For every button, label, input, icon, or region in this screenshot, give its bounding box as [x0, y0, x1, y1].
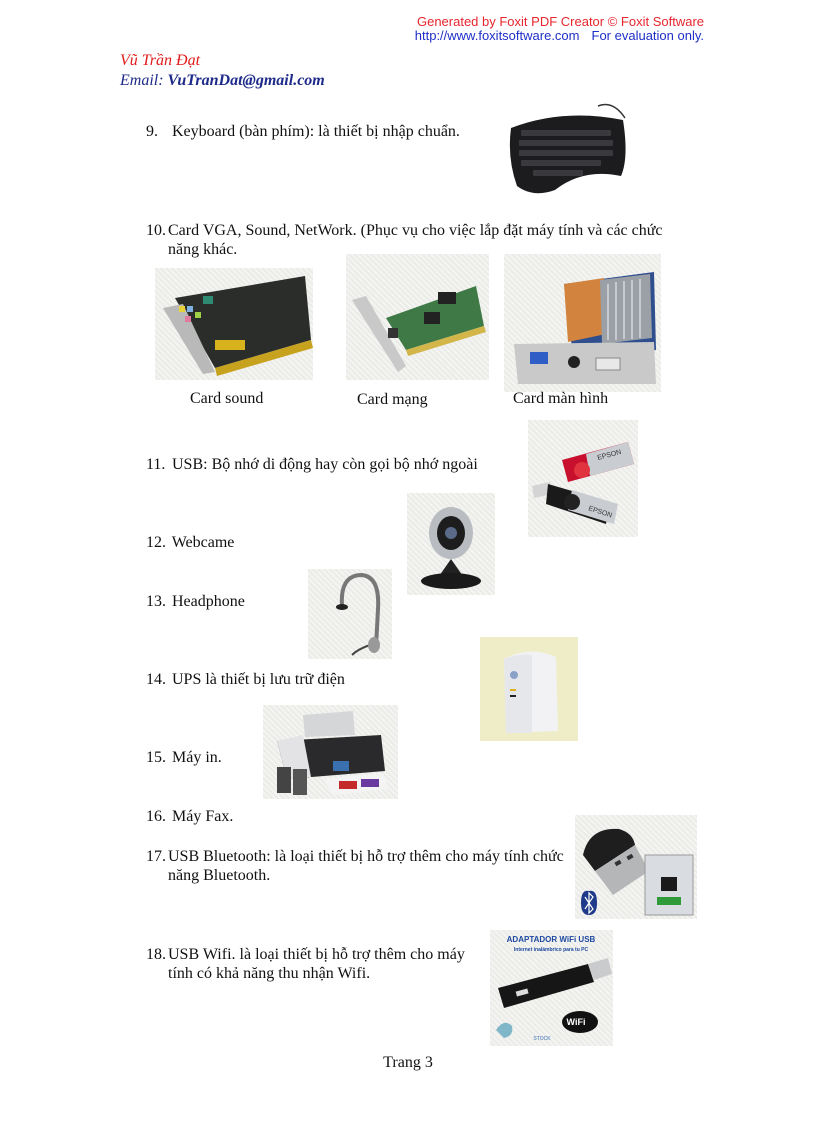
usb-flash-drive-image: EPSON EPSON: [528, 420, 638, 537]
usb-wifi-image: ADAPTADOR WiFi USB Internet inalámbrico …: [490, 930, 613, 1046]
item-text-line2: năng khác.: [168, 241, 238, 258]
caption-graphics-card: Card màn hình: [513, 390, 609, 407]
item-number: 16.: [146, 808, 166, 825]
item-number: 13.: [146, 593, 166, 610]
list-item-fax: 16. Máy Fax.: [146, 807, 233, 826]
item-text-line2: tính có khả năng thu nhận Wifi.: [168, 965, 371, 982]
author-header: Vũ Trần Đạt Email: VuTranDat@gmail.com: [120, 51, 325, 91]
item-number: 9.: [146, 123, 158, 140]
watermark-generated-by: Generated by Foxit PDF Creator © Foxit S…: [416, 14, 704, 29]
usb-bluetooth-image: [575, 815, 697, 919]
item-text: Webcame: [171, 534, 235, 551]
item-text: Keyboard (bàn phím): là thiết bị nhập ch…: [172, 123, 460, 140]
email-label: Email:: [120, 72, 164, 89]
list-item-usb-wifi: 18.USB Wifi. là loại thiết bị hỗ trợ thê…: [146, 945, 465, 983]
list-item-ups: 14. UPS là thiết bị lưu trữ điện: [146, 670, 345, 689]
svg-text:ADAPTADOR WiFi USB: ADAPTADOR WiFi USB: [507, 935, 596, 944]
list-item-headphone: 13. Headphone: [146, 592, 245, 611]
headset-image: [308, 569, 392, 659]
item-text-line2: năng Bluetooth.: [168, 867, 271, 884]
item-text: Máy Fax.: [172, 808, 234, 825]
item-text: Máy in.: [172, 749, 222, 766]
caption-sound-card: Card sound: [190, 390, 264, 407]
item-number: 15.: [146, 749, 166, 766]
svg-text:STOCK: STOCK: [533, 1036, 551, 1042]
author-email[interactable]: VuTranDat@gmail.com: [167, 72, 325, 89]
list-item-cards: 10.Card VGA, Sound, NetWork. (Phục vụ ch…: [146, 221, 663, 259]
item-number: 10.: [146, 222, 166, 239]
item-number: 12.: [146, 534, 166, 551]
printer-image: [263, 705, 398, 799]
page-number: Trang 3: [383, 1054, 433, 1071]
foxit-watermark: Generated by Foxit PDF Creator © Foxit S…: [415, 15, 704, 43]
item-text-line1: Card VGA, Sound, NetWork. (Phục vụ cho v…: [168, 222, 663, 239]
item-text-line1: USB Wifi. là loại thiết bị hỗ trợ thêm c…: [168, 946, 465, 963]
ups-image: [480, 637, 578, 741]
list-item-usb: 11. USB: Bộ nhớ di động hay còn gọi bộ n…: [146, 455, 478, 474]
author-name: Vũ Trần Đạt: [120, 52, 201, 69]
network-card-image: [346, 254, 489, 380]
caption-network-card: Card mạng: [357, 391, 428, 408]
list-item-printer: 15. Máy in.: [146, 748, 222, 767]
watermark-evaluation-note: For evaluation only.: [591, 28, 705, 43]
keyboard-image: [503, 98, 633, 204]
list-item-webcam: 12. Webcame: [146, 533, 234, 552]
item-text: USB: Bộ nhớ di động hay còn gọi bộ nhớ n…: [172, 456, 478, 473]
watermark-line2: http://www.foxitsoftware.com For evaluati…: [415, 29, 704, 43]
list-item-keyboard: 9. Keyboard (bàn phím): là thiết bị nhập…: [146, 122, 460, 141]
svg-text:WiFi: WiFi: [567, 1017, 586, 1027]
author-email-line: Email: VuTranDat@gmail.com: [120, 71, 325, 91]
item-number: 17.: [146, 848, 166, 865]
watermark-url[interactable]: http://www.foxitsoftware.com: [414, 28, 580, 43]
svg-text:Internet inalámbrico para tu P: Internet inalámbrico para tu PC: [514, 947, 589, 953]
item-number: 14.: [146, 671, 166, 688]
item-text: UPS là thiết bị lưu trữ điện: [172, 671, 345, 688]
item-text-line1: USB Bluetooth: là loại thiết bị hỗ trợ t…: [168, 848, 564, 865]
item-number: 18.: [146, 946, 166, 963]
list-item-usb-bluetooth: 17.USB Bluetooth: là loại thiết bị hỗ tr…: [146, 847, 564, 885]
item-number: 11.: [146, 456, 166, 473]
sound-card-image: [155, 268, 313, 380]
webcam-image: [407, 493, 495, 595]
graphics-card-image: [504, 254, 661, 392]
item-text: Headphone: [172, 593, 245, 610]
